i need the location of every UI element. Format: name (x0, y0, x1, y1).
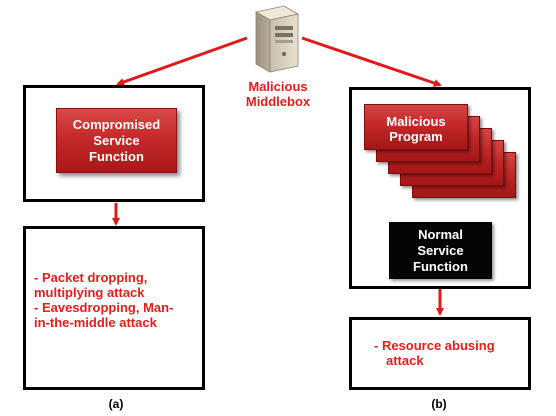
panel-a-attack-list: - Packet dropping, multiplying attack - … (34, 270, 202, 330)
compromised-service-function-box: Compromised Service Function (56, 108, 177, 173)
compromised-function-line3: Function (89, 148, 144, 164)
malicious-program-line1: Malicious (386, 114, 446, 129)
server-icon (248, 2, 302, 76)
attack-item-line1: - Packet dropping, (34, 270, 148, 285)
panel-b-attack-box (349, 317, 531, 390)
compromised-function-line1: Compromised (72, 116, 161, 132)
malicious-program-line2: Program (389, 129, 443, 144)
normal-function-line3: Function (413, 258, 468, 274)
arrow-to-panel-b (301, 36, 442, 87)
caption-a: (a) (108, 397, 124, 411)
compromised-function-line2: Service (93, 132, 140, 148)
caption-b: (b) (431, 397, 447, 411)
attack-item-line1: - Eavesdropping, Man- (34, 300, 174, 315)
normal-function-line1: Normal (418, 226, 463, 242)
arrow-to-panel-a (116, 36, 248, 86)
panel-a-attacks-box (23, 226, 205, 390)
middlebox-label: Malicious Middlebox (232, 79, 324, 109)
attack-item: - Eavesdropping, Man- in-the-middle atta… (34, 300, 202, 330)
normal-service-function-box: Normal Service Function (389, 222, 492, 279)
middlebox-label-line2: Middlebox (245, 94, 311, 109)
attack-item-line2: in-the-middle attack (34, 315, 157, 330)
malicious-program-box: Malicious Program (364, 104, 468, 150)
normal-function-line2: Service (417, 242, 464, 258)
resource-attack-line1: - Resource abusing (374, 338, 495, 353)
middlebox-label-line1: Malicious (248, 79, 308, 94)
resource-attack-line2: attack (386, 353, 424, 368)
attack-item-line2: multiplying attack (34, 285, 145, 300)
panel-b-attack-text: - Resource abusing attack (374, 338, 524, 368)
attack-item: - Packet dropping, multiplying attack (34, 270, 202, 300)
